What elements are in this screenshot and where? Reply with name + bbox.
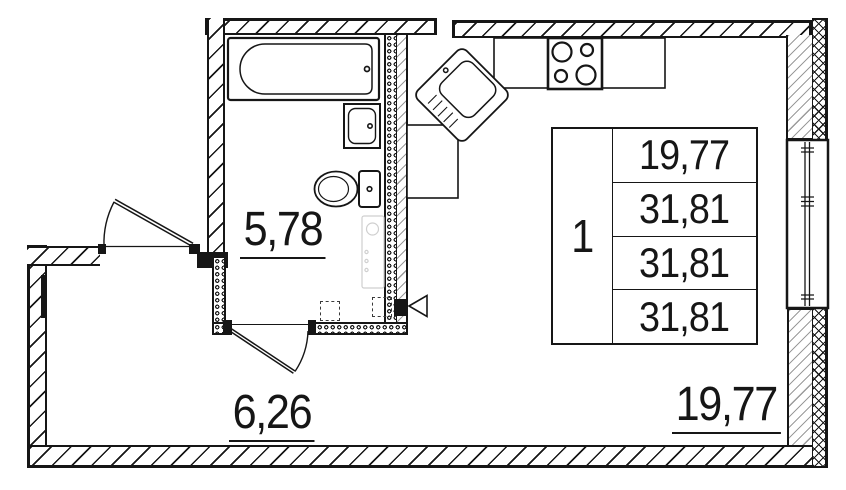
wall-entry-side	[27, 246, 100, 266]
bathroom-door	[228, 323, 310, 374]
toilet	[313, 170, 381, 208]
area-value: 31,81	[639, 238, 730, 286]
bathroom-area-label: 5,78	[240, 206, 326, 259]
wall-top-right	[452, 20, 812, 38]
apartment-number-cell: 1	[553, 129, 613, 343]
area-table: 1 19,77 31,81 31,81 31,81	[551, 127, 758, 345]
partition-bathroom-south-right	[310, 322, 408, 335]
bathtub	[226, 36, 381, 102]
bathroom-door-jamb-right	[308, 320, 316, 335]
entry-door	[100, 198, 197, 248]
stove	[546, 36, 604, 91]
table-row: 31,81	[613, 289, 756, 343]
kitchen-counters	[406, 37, 666, 199]
kitchen-sink	[415, 48, 509, 142]
hallway-area-label: 6,26	[229, 389, 315, 442]
hallway-area-value: 6,26	[232, 386, 313, 439]
vent-dashed-shaft-1	[320, 301, 340, 321]
bathroom-area-value: 5,78	[243, 203, 324, 256]
vent-arrow	[407, 294, 428, 318]
living-kitchen-area-label: 19,77	[672, 381, 781, 434]
area-value: 19,77	[639, 131, 730, 179]
wall-top-left	[205, 18, 437, 35]
area-table-rows: 19,77 31,81 31,81 31,81	[613, 129, 756, 343]
bathroom-sink	[343, 103, 381, 149]
wall-bathroom-west	[207, 18, 225, 260]
apartment-number: 1	[570, 210, 595, 262]
table-row: 31,81	[613, 181, 756, 236]
vent-duct-block	[394, 299, 408, 316]
wall-bottom	[27, 445, 828, 468]
table-row: 19,77	[613, 129, 756, 182]
wall-pier-window-top	[786, 35, 812, 140]
wall-pilaster	[41, 275, 47, 318]
entry-door-jamb-left	[98, 244, 106, 254]
partition-bathroom-east-blocks	[384, 35, 397, 322]
wall-pier-window-bottom	[787, 308, 812, 445]
area-value: 31,81	[639, 185, 730, 233]
entry-door-jamb-right	[189, 244, 200, 254]
vent-dashed-shaft-2	[372, 297, 392, 317]
window	[785, 138, 830, 310]
partition-bathroom-west-lower	[212, 258, 226, 322]
area-value: 31,81	[639, 292, 730, 340]
washing-machine	[361, 215, 385, 289]
table-row: 31,81	[613, 235, 756, 290]
bathroom-door-jamb-left	[223, 320, 232, 335]
living-kitchen-area-value: 19,77	[675, 378, 779, 431]
